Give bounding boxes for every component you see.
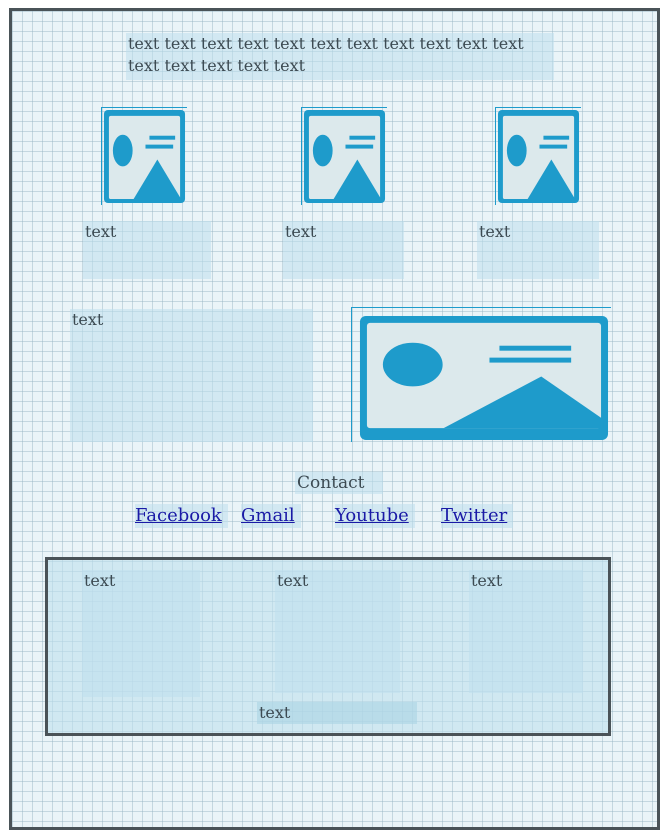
contact-heading: Contact	[295, 472, 383, 494]
youtube-link[interactable]: Youtube	[335, 504, 415, 528]
gallery-caption-3: text	[477, 221, 599, 279]
feature-image	[351, 307, 611, 442]
image-placeholder-icon	[497, 109, 580, 204]
gallery-caption-1: text	[83, 221, 211, 279]
footer-column-3: text	[469, 570, 583, 693]
footer-column-1: text	[82, 570, 200, 697]
image-placeholder-icon	[103, 109, 186, 204]
intro-text: text text text text text text text text …	[126, 33, 554, 80]
image-placeholder-icon	[359, 315, 609, 441]
gmail-link[interactable]: Gmail	[241, 504, 301, 528]
footer-column-2: text	[275, 570, 400, 693]
image-placeholder-icon	[303, 109, 386, 204]
gallery-image-1	[101, 107, 187, 205]
gallery-image-2	[301, 107, 387, 205]
gallery-image-3	[495, 107, 581, 205]
gallery-caption-2: text	[283, 221, 404, 279]
footer-bottom-text: text	[257, 702, 417, 724]
facebook-link[interactable]: Facebook	[135, 504, 228, 528]
twitter-link[interactable]: Twitter	[441, 504, 514, 528]
feature-text: text	[70, 309, 313, 442]
